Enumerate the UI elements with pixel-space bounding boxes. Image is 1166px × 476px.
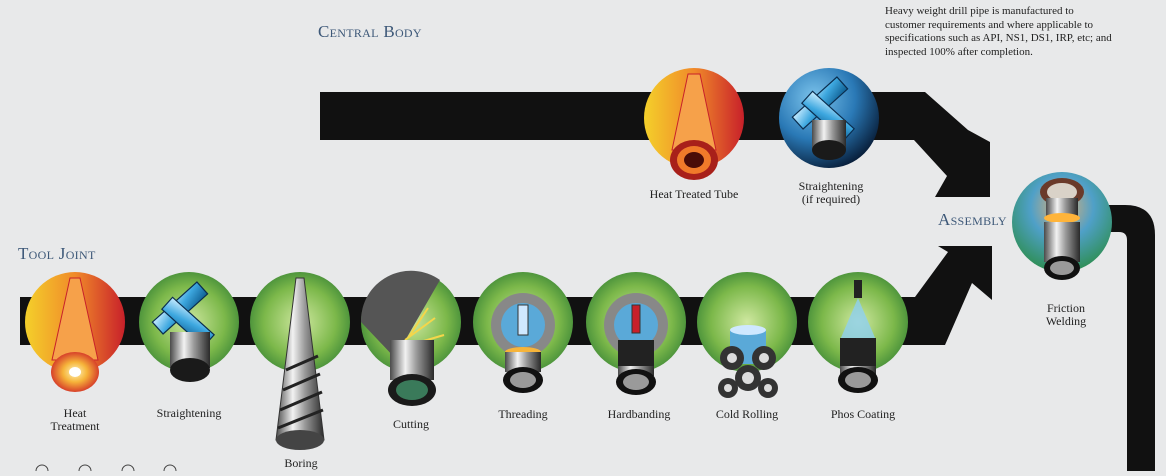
- tool-joint-title: Tool Joint: [18, 244, 96, 263]
- tj-step-heat-treatment: [25, 272, 125, 392]
- central-body-title: Central Body: [318, 22, 422, 41]
- tj-step-threading: [473, 272, 573, 393]
- tj-step-label: Straightening: [156, 406, 222, 420]
- central-step-label: Heat Treated Tube: [649, 187, 739, 201]
- central-step-straightening: [779, 68, 879, 168]
- tj-step-label: Boring: [284, 456, 318, 470]
- tj-step-phos-coating: [808, 272, 908, 393]
- tj-step-cold-rolling: [697, 272, 797, 398]
- tj-step-label: Phos Coating: [830, 407, 896, 421]
- tj-step-straightening: [139, 272, 239, 382]
- tj-step-label: Threading: [498, 407, 548, 421]
- tj-step-boring: [250, 272, 350, 450]
- manufacturing-note: Heavy weight drill pipe is manufactured …: [885, 5, 1112, 58]
- tj-step-label: Cold Rolling: [715, 407, 779, 421]
- tj-step-label: Cutting: [392, 417, 429, 431]
- final-step-label: Friction Welding: [1045, 301, 1087, 328]
- tj-step-label: Hardbanding: [607, 407, 671, 421]
- central-step-heat-treated-tube: [644, 68, 744, 180]
- tj-step-hardbanding: [586, 272, 686, 395]
- central-step-label: Straightening (if required): [798, 179, 864, 206]
- assembly-title: Assembly: [938, 210, 1007, 229]
- final-step-friction-welding: [1012, 172, 1112, 280]
- tj-step-label: Heat Treatment: [50, 406, 100, 433]
- pagination-dots: [35, 464, 177, 476]
- tj-step-cutting: [360, 270, 461, 406]
- assembly-return-arrow: [1090, 205, 1155, 471]
